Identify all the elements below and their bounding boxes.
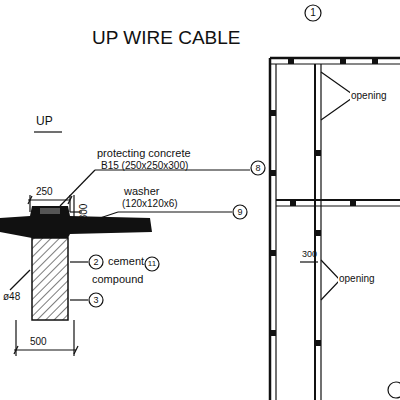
material-label: cement xyxy=(108,256,144,267)
part-label: washer xyxy=(124,186,159,197)
material-label: compound xyxy=(92,274,143,285)
view-label: UP xyxy=(36,115,53,127)
dimension: 500 xyxy=(30,337,47,347)
callout-number: 2 xyxy=(93,258,98,267)
opening-label: opening xyxy=(350,91,388,101)
dimension: ø48 xyxy=(2,292,21,302)
drawing-title: UP WIRE CABLE xyxy=(92,28,241,47)
callout-number: 8 xyxy=(255,164,260,173)
dimension: 250 xyxy=(36,187,53,197)
callout-number: 1 xyxy=(310,8,316,18)
dimension: 300 xyxy=(79,204,89,221)
callout-number: 3 xyxy=(93,296,98,305)
dimension: 300 xyxy=(302,250,317,259)
callout-number: 9 xyxy=(237,208,242,217)
callout-number: 11 xyxy=(148,260,156,268)
material-label: protecting concrete xyxy=(97,148,191,159)
material-spec: B15 (250x250x300) xyxy=(101,161,188,171)
opening-label: opening xyxy=(338,274,376,284)
part-spec: (120x120x6) xyxy=(122,199,178,209)
